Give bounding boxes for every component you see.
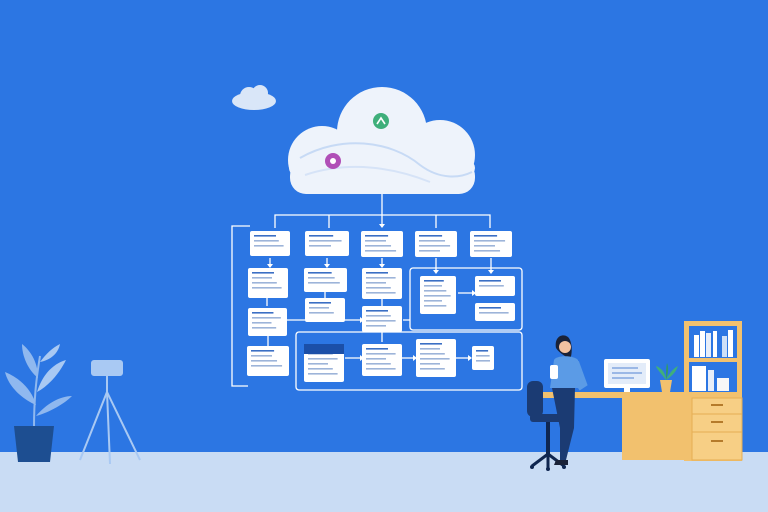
document-card (475, 303, 515, 321)
document-card (248, 308, 287, 336)
flowchart-arrowheads (267, 224, 494, 361)
document-card (305, 298, 345, 322)
tripod-icon (79, 360, 141, 465)
document-card (470, 231, 512, 257)
document-card (304, 268, 347, 292)
office-chair-icon (527, 381, 566, 471)
highlighted-document-card (304, 344, 344, 354)
document-card (415, 231, 457, 257)
document-card (362, 268, 402, 299)
document-card (250, 231, 290, 256)
document-card (361, 231, 403, 257)
document-card (475, 276, 515, 296)
plant-icon (5, 344, 72, 462)
small-plant-icon (656, 363, 678, 392)
group-frame-bottom (295, 331, 523, 391)
document-card (472, 346, 494, 370)
cloud-badge-purple (325, 153, 341, 169)
cloud-badge-green (373, 113, 389, 129)
small-cloud-icon (232, 85, 276, 110)
flowchart-connectors (231, 194, 492, 387)
desk-icon (540, 392, 743, 461)
document-card (247, 346, 289, 376)
document-card (420, 276, 456, 314)
document-card (362, 306, 402, 332)
monitor-icon (604, 359, 650, 392)
document-card (416, 339, 456, 377)
floor (0, 452, 768, 512)
group-frame-right (409, 267, 523, 331)
document-card (362, 344, 402, 376)
document-card (248, 268, 288, 298)
flowchart-cards (247, 231, 515, 382)
person-icon (550, 335, 588, 465)
document-card (305, 231, 349, 256)
